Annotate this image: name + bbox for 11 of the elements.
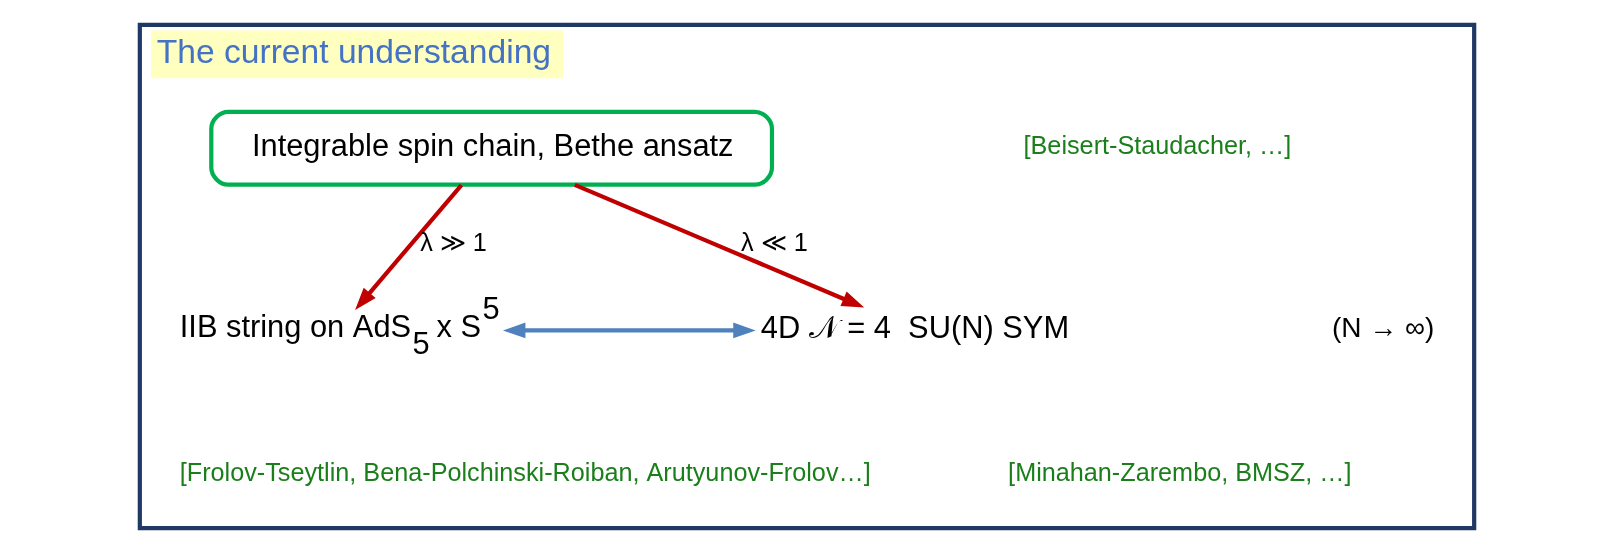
- node-box: Integrable spin chain, Bethe ansatz: [209, 109, 775, 187]
- label: [Frolov-Tseytlin, Bena-Polchinski-Roiban, Arutyunov-Frolov…]: [179, 458, 871, 486]
- edge-label: λ ≫ 1: [420, 228, 487, 257]
- edge-label: λ ≪ 1: [741, 228, 808, 257]
- arrow: [502, 322, 756, 339]
- label: (N → ∞): [1331, 312, 1435, 344]
- arrow: [573, 182, 865, 308]
- arrow: [355, 183, 464, 310]
- label: [Beisert-Staudacher, …]: [1023, 131, 1292, 160]
- node-text: 4D 𝒩 = 4 SU(N) SYM: [760, 310, 1070, 346]
- label: [Minahan-Zarembo, BMSZ, …]: [1008, 458, 1352, 486]
